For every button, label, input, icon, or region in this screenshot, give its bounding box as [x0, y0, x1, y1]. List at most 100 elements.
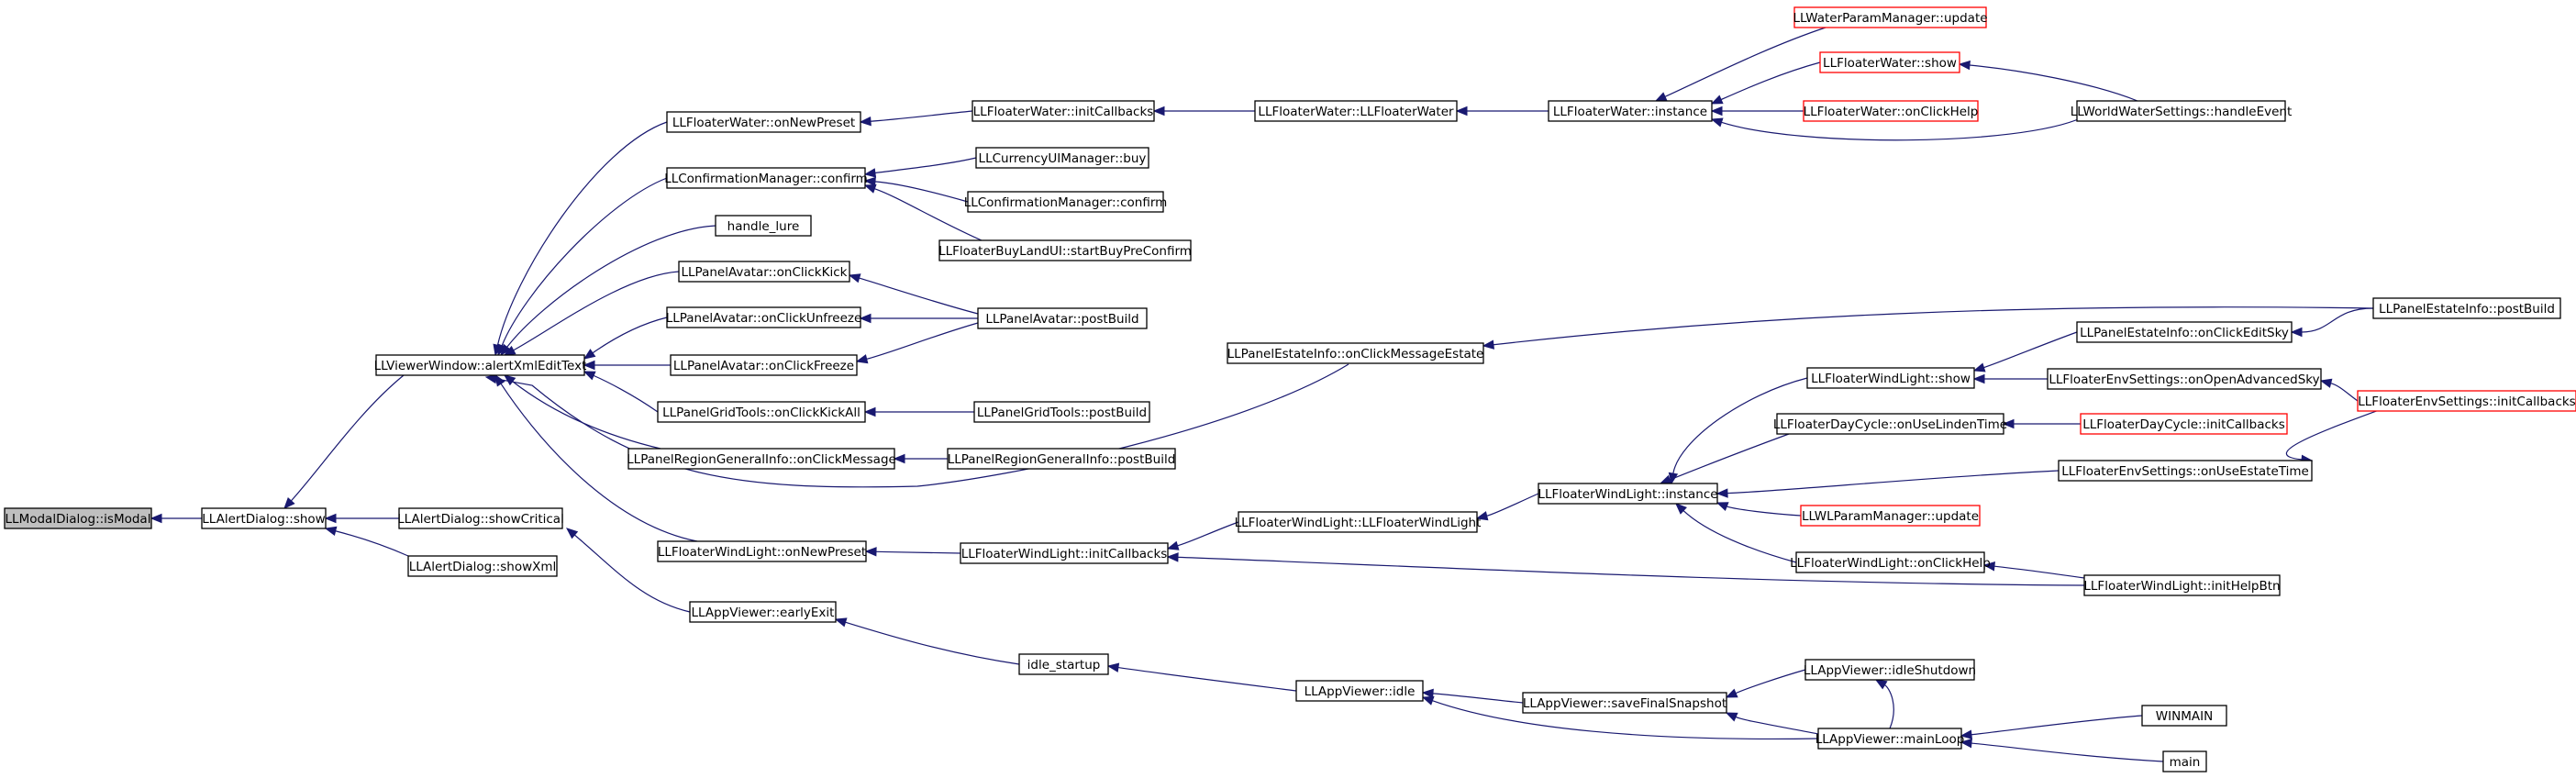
node-llfloaterbuylandui-startbuypreconfirm[interactable]: LLFloaterBuyLandUI::startBuyPreConfirm — [938, 239, 1192, 261]
node-llfloaterwater-show[interactable]: LLFloaterWater::show — [1819, 51, 1960, 73]
call-edge-n3-to-n1 — [324, 513, 400, 524]
node-llappviewer-idle[interactable]: LLAppViewer::idle — [1295, 680, 1424, 702]
node-label: LLPanelRegionGeneralInfo::postBuild — [948, 452, 1176, 467]
node-llfloaterwater-instance[interactable]: LLFloaterWater::instance — [1548, 100, 1713, 122]
node-box — [1804, 659, 1975, 681]
node-llappviewer-earlyexit[interactable]: LLAppViewer::earlyExit — [689, 601, 837, 623]
node-box — [973, 401, 1150, 423]
node-llpanelgridtools-postbuild[interactable]: LLPanelGridTools::postBuild — [973, 401, 1150, 423]
node-llfloaterenvsettings-onopenadvancedsky[interactable]: LLFloaterEnvSettings::onOpenAdvancedSky — [2047, 368, 2322, 390]
node-llfloaterwater-onnewpreset[interactable]: LLFloaterWater::onNewPreset — [666, 111, 861, 133]
call-edge-n23-to-n14 — [834, 617, 1020, 665]
node-llfloaterenvsettings-initcallbacks[interactable]: LLFloaterEnvSettings::initCallbacks — [2357, 390, 2576, 412]
node-llappviewer-idleshutdown[interactable]: LLAppViewer::idleShutdown — [1804, 659, 1976, 681]
node-label: LLPanelEstateInfo::onClickEditSky — [2080, 326, 2289, 340]
node-box — [975, 147, 1149, 169]
node-llpanelavatar-onclickfreeze[interactable]: LLPanelAvatar::onClickFreeze — [670, 354, 858, 376]
node-llworldwatersettings-handleevent[interactable]: LLWorldWaterSettings::handleEvent — [2071, 100, 2293, 122]
node-box — [1817, 728, 1962, 750]
edge-line — [592, 317, 668, 354]
call-edge-n38-to-n30 — [1725, 669, 1806, 698]
node-llfloaterwater-onclickhelp[interactable]: LLFloaterWater::onClickHelp — [1803, 100, 1979, 122]
node-handle-lure[interactable]: handle_lure — [715, 215, 812, 237]
node-llfloaterwindlight-show[interactable]: LLFloaterWindLight::show — [1806, 367, 1975, 389]
node-label: LLPanelEstateInfo::onClickMessageEstate — [1227, 347, 1484, 361]
node-llpanelestateinfo-postbuild[interactable]: LLPanelEstateInfo::postBuild — [2372, 297, 2561, 319]
node-llalertdialog-showxml[interactable]: LLAlertDialog::showXml — [407, 555, 558, 577]
call-edge-n27-to-n23 — [1106, 662, 1297, 692]
node-llfloaterwindlight-onnewpreset[interactable]: LLFloaterWindLight::onNewPreset — [657, 540, 867, 562]
node-box — [715, 215, 812, 237]
node-llconfirmationmanager-confirm[interactable]: LLConfirmationManager::confirm — [964, 191, 1168, 213]
node-box — [1819, 51, 1960, 73]
node-llfloaterenvsettings-onuseestatetime[interactable]: LLFloaterEnvSettings::onUseEstateTime — [2058, 460, 2313, 482]
node-llfloaterdaycycle-initcallbacks[interactable]: LLFloaterDayCycle::initCallbacks — [2080, 413, 2288, 435]
node-llalertdialog-showcritical[interactable]: LLAlertDialog::showCritical — [397, 507, 564, 529]
arrowhead — [2290, 327, 2303, 338]
edge-line — [496, 121, 668, 346]
node-llfloaterwindlight-initcallbacks[interactable]: LLFloaterWindLight::initCallbacks — [960, 542, 1169, 564]
node-box — [1793, 6, 1987, 28]
node-llpanelregiongeneralinfo-postbuild[interactable]: LLPanelRegionGeneralInfo::postBuild — [947, 448, 1176, 470]
node-box — [2080, 413, 2288, 435]
arrowhead — [1972, 362, 1986, 372]
node-llappviewer-mainloop[interactable]: LLAppViewer::mainLoop — [1815, 728, 1965, 750]
call-edge-n21-to-n12 — [893, 453, 949, 464]
node-llpanelgridtools-onclickkickall[interactable]: LLPanelGridTools::onClickKickAll — [657, 401, 866, 423]
node-llpanelregiongeneralinfo-onclickmessage[interactable]: LLPanelRegionGeneralInfo::onClickMessage — [627, 448, 896, 470]
node-llwlparammanager-update[interactable]: LLWLParamManager::update — [1800, 505, 1981, 527]
call-edge-n30-to-n27 — [1421, 688, 1524, 704]
node-box — [666, 306, 861, 328]
node-llviewerwindow-alertxmledittext[interactable]: LLViewerWindow::alertXmlEditText — [374, 354, 587, 376]
node-box — [2083, 574, 2281, 596]
node-llcurrencyuimanager-buy[interactable]: LLCurrencyUIManager::buy — [975, 147, 1149, 169]
node-box — [1795, 551, 1985, 573]
call-edge-n19-to-n9 — [859, 313, 979, 324]
node-llconfirmationmanager-confirm[interactable]: LLConfirmationManager::confirm — [664, 167, 868, 189]
node-label: LLFloaterEnvSettings::onUseEstateTime — [2061, 464, 2309, 479]
node-winmain[interactable]: WINMAIN — [2141, 705, 2227, 727]
edge-line — [1971, 715, 2143, 736]
arrowhead — [863, 183, 877, 194]
arrowhead — [1725, 688, 1738, 698]
arrowhead — [1715, 488, 1728, 498]
edge-line — [870, 110, 973, 122]
node-llfloaterwindlight-instance[interactable]: LLFloaterWindLight::instance — [1538, 483, 1718, 505]
arrowhead — [1725, 712, 1738, 722]
node-llfloaterwindlight-onclickhelp[interactable]: LLFloaterWindLight::onClickHelp — [1790, 551, 1991, 573]
node-llfloaterdaycycle-onuselindentime[interactable]: LLFloaterDayCycle::onUseLindenTime — [1773, 413, 2007, 435]
edge-line — [1432, 693, 1524, 704]
node-box — [1522, 692, 1727, 714]
node-llfloaterwindlight-inithelpbtn[interactable]: LLFloaterWindLight::initHelpBtn — [2083, 574, 2281, 596]
arrowhead — [1421, 695, 1435, 706]
node-box — [2058, 460, 2313, 482]
node-box — [1803, 100, 1979, 122]
node-llwaterparammanager-update[interactable]: LLWaterParamManager::update — [1793, 6, 1988, 28]
node-llappviewer-savefinalsnapshot[interactable]: LLAppViewer::saveFinalSnapshot — [1522, 692, 1727, 714]
call-edge-n39-to-n27 — [1421, 695, 1819, 740]
edge-line — [1720, 61, 1821, 101]
node-llalertdialog-show[interactable]: LLAlertDialog::show — [201, 507, 327, 529]
node-box — [375, 354, 585, 376]
node-llpanelavatar-onclickunfreeze[interactable]: LLPanelAvatar::onClickUnfreeze — [666, 306, 862, 328]
edge-line — [1672, 377, 1808, 474]
node-llfloaterwater-llfloaterwater[interactable]: LLFloaterWater::LLFloaterWater — [1254, 100, 1458, 122]
node-llpanelestateinfo-onclickeditsky[interactable]: LLPanelEstateInfo::onClickEditSky — [2076, 321, 2293, 343]
node-box — [2141, 705, 2227, 727]
node-llfloaterwater-initcallbacks[interactable]: LLFloaterWater::initCallbacks — [972, 100, 1155, 122]
node-idle-startup[interactable]: idle_startup — [1018, 653, 1109, 675]
node-llpanelavatar-postbuild[interactable]: LLPanelAvatar::postBuild — [977, 307, 1148, 329]
call-edge-n12-to-n2 — [503, 374, 661, 450]
call-edge-n5-to-n2 — [493, 121, 668, 357]
call-edge-n25-to-n2 — [484, 363, 1349, 488]
node-llpanelavatar-onclickkick[interactable]: LLPanelAvatar::onClickKick — [678, 261, 850, 283]
node-label: LLAlertDialog::showCritical — [397, 512, 564, 527]
node-llfloaterwindlight-llfloaterwindlight[interactable]: LLFloaterWindLight::LLFloaterWindLight — [1235, 511, 1482, 533]
node-llpanelestateinfo-onclickmessageestate[interactable]: LLPanelEstateInfo::onClickMessageEstate — [1227, 342, 1484, 364]
arrowhead — [848, 273, 861, 283]
call-edge-n42-to-n34 — [1972, 373, 2049, 384]
node-label: LLFloaterWindLight::LLFloaterWindLight — [1235, 516, 1482, 530]
node-main[interactable]: main — [2162, 750, 2207, 772]
arrowhead — [500, 343, 512, 357]
edge-line — [1884, 684, 1894, 729]
